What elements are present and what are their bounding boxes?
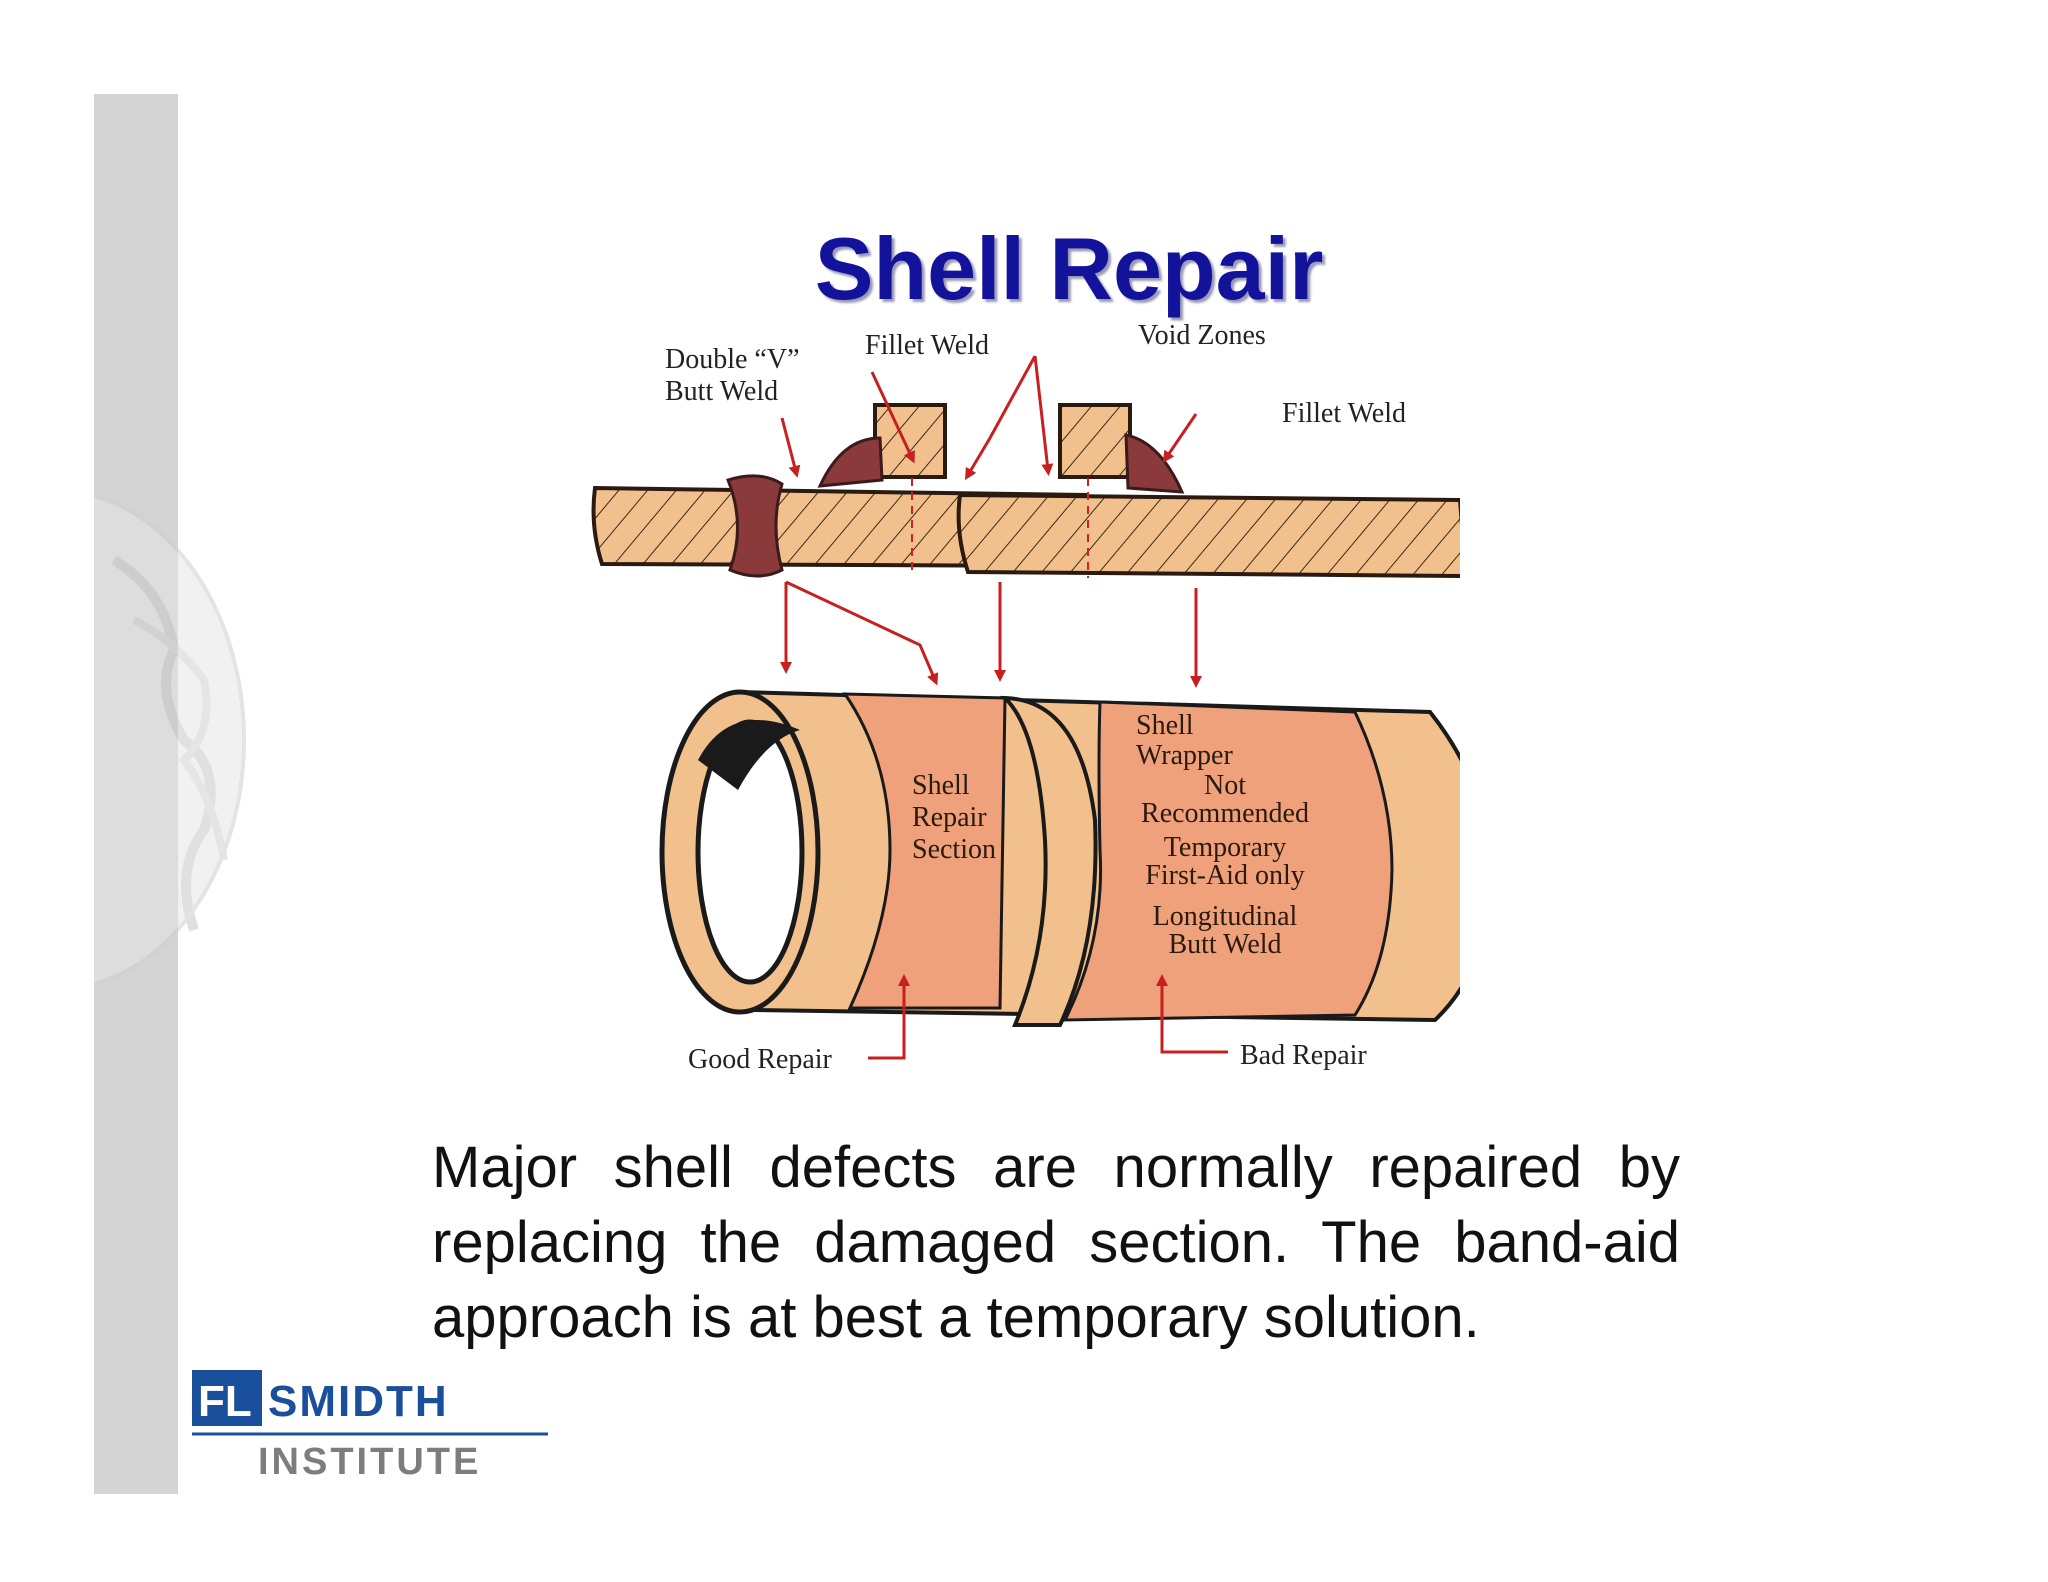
shell-wrapper-band: [999, 695, 1098, 1027]
label-fillet-weld-left: Fillet Weld: [865, 330, 989, 361]
logo-institute: INSTITUTE: [258, 1441, 481, 1483]
left-cover-plate: [873, 403, 947, 479]
label-void-zones: Void Zones: [1138, 320, 1266, 351]
logo-brand: SMIDTH: [268, 1377, 449, 1426]
logo-prefix: FL: [198, 1377, 252, 1426]
pipe-cylinder: [659, 689, 1460, 1027]
label-longitudinal-2: Butt Weld: [1168, 929, 1281, 960]
label-double-v: Double “V”: [665, 344, 800, 375]
label-not-recommended-2: Recommended: [1141, 798, 1309, 829]
slide-body-text: Major shell defects are normally repaire…: [432, 1135, 1680, 1350]
label-shell-repair-2: Repair: [912, 802, 987, 833]
label-not-recommended-1: Not: [1204, 770, 1246, 801]
label-temporary-2: First-Aid only: [1145, 860, 1304, 891]
globe-watermark-icon: [94, 493, 246, 987]
shell-repair-section: [842, 692, 1007, 1010]
label-fillet-weld-right: Fillet Weld: [1282, 398, 1406, 429]
right-fillet-weld: [1124, 433, 1185, 494]
cross-section-right-plate: [956, 492, 1460, 578]
label-butt-weld: Butt Weld: [665, 376, 778, 407]
bad-repair-section: [1062, 700, 1394, 1022]
label-shell-repair-1: Shell: [912, 770, 970, 801]
double-v-weld: [726, 474, 784, 578]
right-cover-plate: [1058, 403, 1132, 479]
label-bad-repair: Bad Repair: [1240, 1040, 1367, 1071]
label-shell-repair-3: Section: [912, 834, 996, 865]
label-shell-wrapper-2: Wrapper: [1136, 740, 1233, 771]
label-temporary-1: Temporary: [1164, 832, 1286, 863]
slide-title: Shell Repair: [814, 219, 1324, 318]
shell-repair-diagram: Double “V” Butt Weld Fillet Weld Void Zo…: [591, 320, 1460, 1075]
flsmidth-institute-logo: FL SMIDTH INSTITUTE: [192, 1370, 548, 1483]
label-longitudinal-1: Longitudinal: [1153, 901, 1298, 932]
left-fillet-weld: [817, 436, 884, 488]
label-shell-wrapper-1: Shell: [1136, 710, 1194, 741]
label-good-repair: Good Repair: [688, 1044, 833, 1075]
